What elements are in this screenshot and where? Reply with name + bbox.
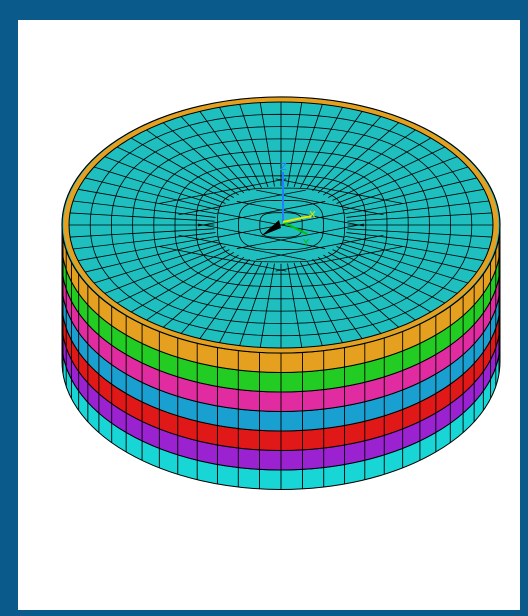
top-mesh-spoke (293, 262, 323, 346)
top-mesh-spoke (146, 254, 239, 321)
top-mesh-inner (159, 246, 287, 272)
top-mesh-spoke (346, 200, 489, 218)
top-mesh-spoke (306, 111, 363, 190)
top-mesh-spoke (78, 188, 218, 215)
top-mesh-ring (238, 199, 324, 251)
top-mesh-spoke (69, 228, 215, 238)
top-rim (63, 97, 499, 353)
top-mesh-spoke (344, 235, 484, 262)
top-mesh-spoke (336, 156, 458, 204)
top-mesh-spoke (312, 258, 382, 334)
top-mesh-spoke (317, 256, 400, 328)
top-mesh-spoke (73, 200, 216, 218)
graphics-viewport[interactable]: X Y Z (18, 20, 520, 610)
top-mesh-inner (256, 189, 384, 216)
top-mesh-spoke (199, 260, 256, 339)
top-mesh-spoke (339, 242, 469, 284)
triad-x-label: X (309, 210, 316, 221)
triad-x-axis (282, 215, 312, 223)
top-mesh-inner (275, 178, 403, 204)
top-mesh-spoke (104, 246, 226, 294)
top-mesh-spoke (287, 102, 303, 187)
top-mesh-inner (236, 201, 365, 227)
top-mesh-spoke (146, 129, 239, 196)
top-mesh-spoke (85, 177, 220, 211)
top-mesh-spoke (293, 104, 323, 188)
top-mesh-spoke (323, 129, 416, 196)
top-mesh-spoke (347, 228, 493, 238)
top-mesh-spoke (239, 104, 269, 188)
top-mesh-inner (197, 201, 326, 227)
top-mesh-spoke (69, 212, 215, 222)
top-mesh-spoke (180, 116, 250, 192)
top-mesh-spoke (93, 242, 223, 284)
top-mesh-spoke (328, 137, 432, 198)
triad-origin-arrow-icon (261, 220, 281, 236)
top-mesh-spoke (312, 116, 382, 192)
top-mesh-spoke (199, 111, 256, 190)
top-mesh-spoke (336, 246, 458, 294)
top-mesh-spoke (346, 232, 489, 250)
mesh-model: X Y Z (61, 96, 501, 490)
top-mesh-spoke (332, 249, 446, 304)
top-mesh-inner (197, 223, 326, 249)
top-mesh-spoke (339, 166, 469, 208)
top-mesh-spoke (85, 239, 220, 273)
top-mesh-spoke (300, 261, 343, 343)
top-mesh-spoke (219, 107, 262, 189)
top-mesh-spoke (259, 263, 275, 348)
top-mesh-spoke (323, 254, 416, 321)
top-mesh-spoke (93, 166, 223, 208)
coordinate-triad: X Y Z (261, 162, 316, 249)
top-mesh-spoke (239, 262, 269, 346)
top-mesh-spoke (287, 263, 303, 348)
top-mesh-spoke (332, 146, 446, 201)
side-mesh-lines (61, 225, 501, 490)
top-mesh-spoke (78, 235, 218, 262)
top-mesh-spoke (347, 212, 493, 222)
top-mesh-spoke (317, 122, 400, 194)
top-mesh-spoke (104, 156, 226, 204)
top-mesh-spoke (116, 146, 230, 201)
top-mesh-spoke (342, 177, 477, 211)
top-mesh-spoke (130, 252, 234, 313)
top-mesh-spoke (73, 232, 216, 250)
top-mesh-spoke (162, 256, 245, 328)
top-mesh-spoke (328, 252, 432, 313)
top-mesh-spoke (300, 107, 343, 189)
top-mesh-inner (256, 234, 384, 261)
top-mesh-inner (275, 246, 403, 272)
triad-z-label: Z (280, 162, 287, 173)
top-mesh-spoke (180, 258, 250, 334)
top-face (61, 96, 501, 354)
top-mesh-ring (216, 187, 345, 263)
top-mesh-spoke (116, 249, 230, 304)
top-mesh-spoke (130, 137, 234, 198)
top-mesh-spoke (306, 260, 363, 339)
top-mesh-spoke (344, 188, 484, 215)
triad-y-axis (282, 221, 308, 235)
top-mesh-inner (159, 178, 287, 204)
top-mesh-spoke (342, 239, 477, 273)
top-mesh-ring (259, 212, 303, 238)
top-mesh-spoke (219, 261, 262, 343)
top-mesh-inner (236, 223, 365, 249)
top-mesh-spoke (162, 122, 245, 194)
triad-y-label: Y (302, 238, 310, 249)
top-mesh-spoke (259, 102, 275, 187)
top-mesh-inner (217, 212, 345, 238)
